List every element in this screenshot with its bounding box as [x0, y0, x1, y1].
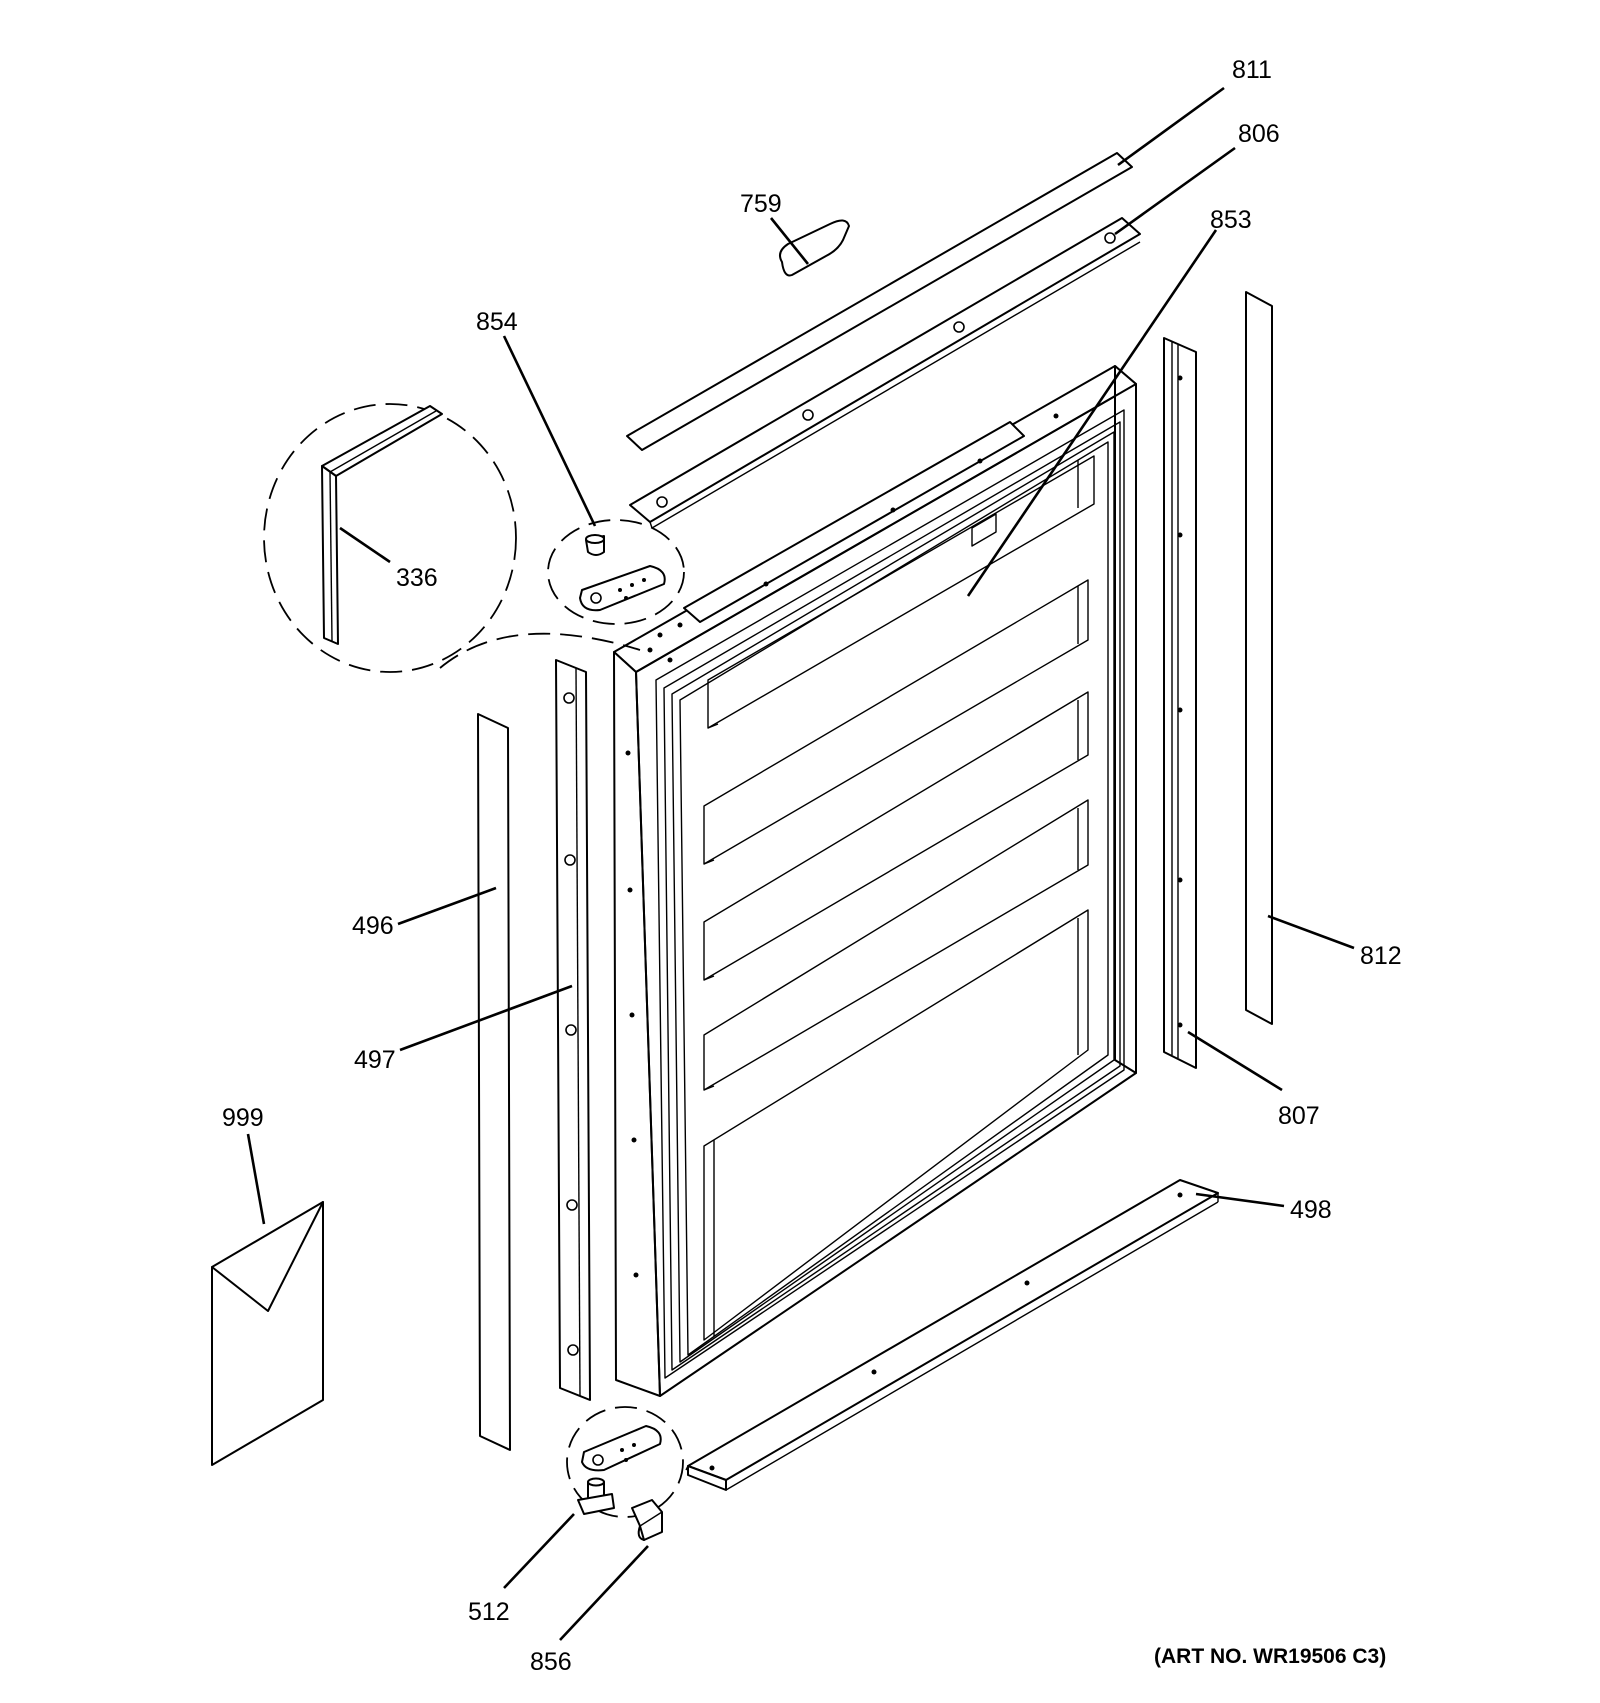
part-812-right-trim-strip	[1245, 291, 1273, 1025]
leader-856	[559, 1545, 649, 1641]
callout-807: 807	[1278, 1102, 1320, 1130]
part-806-top-bracket	[629, 217, 1141, 529]
leader-759	[769, 217, 810, 265]
leader-999	[246, 1133, 266, 1225]
leader-812	[1267, 914, 1355, 950]
part-759-handle-cap	[779, 219, 850, 277]
leader-807	[1187, 1030, 1283, 1092]
callout-853: 853	[1210, 206, 1252, 234]
leader-336	[339, 526, 391, 564]
callout-759: 759	[740, 190, 782, 218]
part-497-left-bracket	[555, 659, 591, 1401]
callout-512: 512	[468, 1598, 510, 1626]
callout-806: 806	[1238, 120, 1280, 148]
leader-498	[1195, 1192, 1285, 1208]
detail-336-corner-seal	[263, 403, 641, 673]
detail-854-top-hinge	[547, 519, 685, 625]
part-498-bottom-bracket	[685, 1179, 1219, 1491]
part-496-left-trim-strip	[477, 713, 511, 1451]
leader-512	[503, 1513, 575, 1589]
leader-806	[1114, 146, 1236, 236]
callout-811: 811	[1232, 56, 1272, 84]
callout-497: 497	[354, 1046, 396, 1074]
callout-812: 812	[1360, 942, 1402, 970]
part-856-clip	[631, 1499, 663, 1541]
detail-512-bottom-hinge	[566, 1406, 684, 1518]
part-999-literature-envelope	[211, 1201, 324, 1466]
leader-854	[502, 335, 597, 527]
callout-498: 498	[1290, 1196, 1332, 1224]
callout-856: 856	[530, 1648, 572, 1676]
leader-497	[399, 984, 573, 1052]
callout-854: 854	[476, 308, 518, 336]
part-811-top-trim-strip	[626, 152, 1133, 451]
leader-496	[397, 886, 497, 926]
callout-999: 999	[222, 1104, 264, 1132]
part-853-door-frame	[613, 365, 1137, 1397]
part-807-right-bracket	[1163, 337, 1197, 1069]
leader-811	[1117, 86, 1225, 167]
callout-496: 496	[352, 912, 394, 940]
leader-lines	[246, 86, 1355, 1641]
leader-853	[966, 229, 1218, 597]
art-number: (ART NO. WR19506 C3)	[1154, 1645, 1386, 1668]
callout-336: 336	[396, 564, 438, 592]
